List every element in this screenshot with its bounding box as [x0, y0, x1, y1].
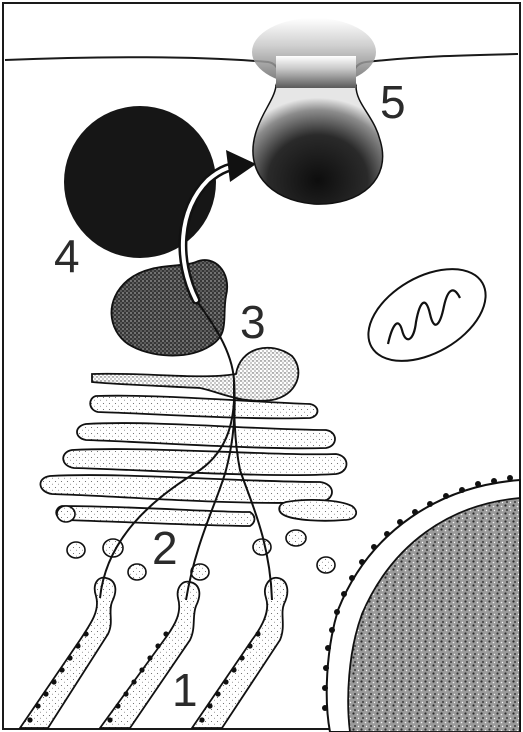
transport-vesicle: [253, 539, 271, 555]
label-3: 3: [240, 296, 266, 348]
golgi-cisterna: [279, 500, 356, 521]
transport-vesicle: [67, 542, 85, 558]
label-4: 4: [54, 230, 80, 282]
label-5: 5: [380, 76, 406, 128]
transport-vesicle: [286, 530, 306, 546]
label-1: 1: [172, 664, 198, 716]
transport-vesicle: [57, 506, 75, 522]
secretory-granule: [64, 106, 216, 258]
transport-vesicle: [317, 557, 335, 573]
pore-opening: [276, 56, 356, 88]
transport-vesicle: [128, 564, 146, 580]
label-2: 2: [152, 522, 178, 574]
